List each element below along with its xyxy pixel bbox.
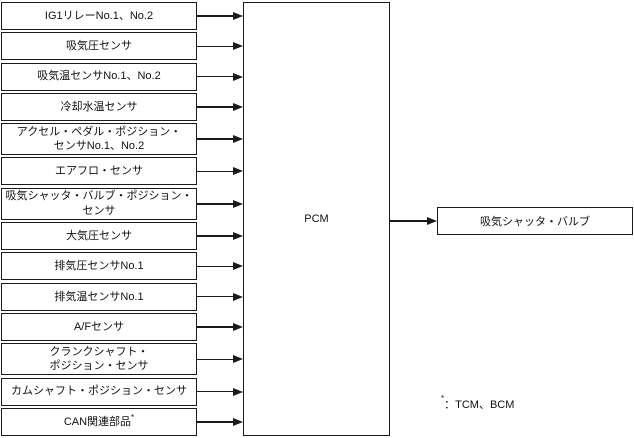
arrow-right-icon [390,217,437,225]
input-row: エアフロ・センサ [1,157,243,186]
input-box: A/Fセンサ [1,312,197,341]
arrow-right-icon [197,102,243,111]
input-box: 吸気シャッタ・バルブ・ポジション・ センサ [1,187,197,220]
input-box-label: CAN関連部品 [63,415,132,428]
input-row: IG1リレーNo.1、No.2 [1,2,243,30]
input-box-label: 吸気温センサNo.1、No.2 [37,70,161,83]
input-box-label: 排気温センサNo.1 [54,290,144,303]
input-box: 排気圧センサNo.1 [1,252,197,281]
arrow-right-icon [197,355,243,364]
arrow-right-icon [197,135,243,144]
input-box-label: IG1リレーNo.1、No.2 [44,9,154,22]
arrow-right-icon [197,232,243,241]
arrow-right-icon [197,262,243,271]
arrow-right-icon [197,167,243,176]
input-row: CAN関連部品* [1,407,243,436]
input-box-label: 吸気圧センサ [66,40,132,53]
pcm-box: PCM [243,2,390,436]
input-box: CAN関連部品* [1,407,197,436]
input-box-label: A/Fセンサ [73,320,125,333]
input-row: A/Fセンサ [1,312,243,341]
arrow-right-icon [197,322,243,331]
input-row: アクセル・ペダル・ポジション・ センサNo.1、No.2 [1,123,243,156]
input-box-label: カムシャフト・ポジション・センサ [11,385,187,398]
input-box-label: クランクシャフト・ ポジション・センサ [49,345,149,373]
input-box: 吸気温センサNo.1、No.2 [1,62,197,91]
input-box: 大気圧センサ [1,222,197,251]
input-box: 吸気圧センサ [1,32,197,61]
input-row: 排気圧センサNo.1 [1,252,243,281]
input-row: 吸気圧センサ [1,32,243,61]
input-box: 冷却水温センサ [1,92,197,121]
input-box: エアフロ・センサ [1,157,197,186]
input-box-label: 大気圧センサ [66,229,132,242]
arrow-right-icon [197,12,243,20]
input-box: カムシャフト・ポジション・センサ [1,377,197,406]
input-box: IG1リレーNo.1、No.2 [1,2,197,30]
arrow-right-icon [197,417,243,426]
input-box-label: 冷却水温センサ [60,100,138,113]
input-row: 冷却水温センサ [1,92,243,121]
footnote: *：TCM、BCM [441,395,515,412]
input-box-label: アクセル・ペダル・ポジション・ センサNo.1、No.2 [16,125,182,153]
footnote-text: ：TCM、BCM [444,399,515,411]
arrow-right-icon [197,42,243,51]
input-row: クランクシャフト・ ポジション・センサ [1,343,243,376]
pcm-label: PCM [304,213,329,225]
asterisk-superscript: * [131,412,135,422]
input-row: 吸気温センサNo.1、No.2 [1,62,243,91]
input-box-label: エアフロ・センサ [55,165,143,178]
input-row: カムシャフト・ポジション・センサ [1,377,243,406]
input-row: 大気圧センサ [1,222,243,251]
output-box: 吸気シャッタ・バルブ [437,207,633,235]
arrow-right-icon [197,387,243,396]
input-row: 吸気シャッタ・バルブ・ポジション・ センサ [1,187,243,220]
arrow-right-icon [197,292,243,301]
arrow-right-icon [197,72,243,81]
input-row: 排気温センサNo.1 [1,282,243,311]
footnote-asterisk: * [441,394,445,403]
input-column: IG1リレーNo.1、No.2 吸気圧センサ 吸気温センサNo.1、No.2 冷… [1,2,243,436]
input-box: 排気温センサNo.1 [1,282,197,311]
arrow-right-icon [197,199,243,208]
input-box-label: 排気圧センサNo.1 [54,260,144,273]
input-box: アクセル・ペダル・ポジション・ センサNo.1、No.2 [1,123,197,156]
output-box-label: 吸気シャッタ・バルブ [480,216,590,228]
input-box-label: 吸気シャッタ・バルブ・ポジション・ センサ [5,190,193,217]
input-box: クランクシャフト・ ポジション・センサ [1,343,197,376]
